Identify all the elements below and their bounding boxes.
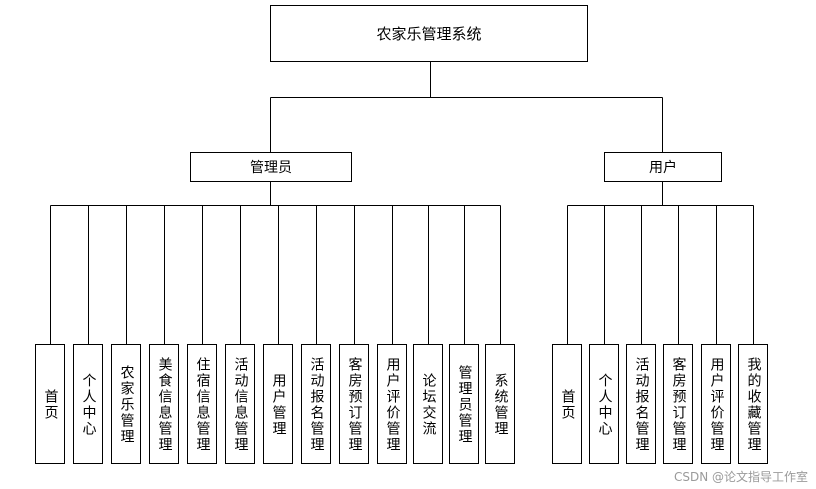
leaf-node-admin: 系统管理 [485, 344, 515, 464]
leaf-node-admin: 活动信息管理 [225, 344, 255, 464]
root-label: 农家乐管理系统 [376, 25, 482, 43]
leaf-node-admin: 农家乐管理 [111, 344, 141, 464]
leaf-node-admin: 美食信息管理 [149, 344, 179, 464]
leaf-label: 活动信息管理 [232, 357, 249, 453]
leaf-node-admin: 个人中心 [73, 344, 103, 464]
group-label-user: 用户 [649, 160, 677, 176]
leaf-node-admin: 用户评价管理 [377, 344, 407, 464]
leaf-node-admin: 论坛交流 [413, 344, 443, 464]
leaf-node-admin: 用户管理 [263, 344, 293, 464]
leaf-node-user: 首页 [552, 344, 582, 464]
leaf-node-user: 活动报名管理 [626, 344, 656, 464]
leaf-label: 系统管理 [492, 373, 509, 437]
leaf-node-admin: 住宿信息管理 [187, 344, 217, 464]
leaf-node-user: 客房预订管理 [663, 344, 693, 464]
leaf-label: 用户管理 [270, 373, 287, 437]
leaf-label: 首页 [559, 389, 576, 421]
leaf-label: 住宿信息管理 [194, 357, 211, 453]
leaf-label: 个人中心 [80, 373, 97, 437]
leaf-label: 我的收藏管理 [745, 357, 762, 453]
leaf-node-user: 用户评价管理 [701, 344, 731, 464]
leaf-label: 客房预订管理 [670, 357, 687, 453]
leaf-node-admin: 客房预订管理 [339, 344, 369, 464]
leaf-node-admin: 管理员管理 [449, 344, 479, 464]
leaf-node-user: 我的收藏管理 [738, 344, 768, 464]
leaf-label: 个人中心 [596, 373, 613, 437]
leaf-label: 首页 [42, 389, 59, 421]
leaf-label: 用户评价管理 [708, 357, 725, 453]
group-label-admin: 管理员 [250, 160, 292, 176]
leaf-label: 客房预订管理 [346, 357, 363, 453]
group-node-admin: 管理员 [190, 152, 352, 182]
leaf-node-admin: 首页 [35, 344, 65, 464]
watermark-text: CSDN @论文指导工作室 [673, 470, 808, 484]
leaf-label: 用户评价管理 [384, 357, 401, 453]
group-node-user: 用户 [604, 152, 722, 182]
root-node: 农家乐管理系统 [270, 5, 588, 62]
leaf-label: 活动报名管理 [633, 357, 650, 453]
leaf-node-admin: 活动报名管理 [301, 344, 331, 464]
leaf-label: 管理员管理 [456, 365, 473, 445]
leaf-label: 论坛交流 [420, 373, 437, 437]
leaf-label: 美食信息管理 [156, 357, 173, 453]
leaf-node-user: 个人中心 [589, 344, 619, 464]
leaf-label: 农家乐管理 [118, 365, 135, 445]
leaf-label: 活动报名管理 [308, 357, 325, 453]
